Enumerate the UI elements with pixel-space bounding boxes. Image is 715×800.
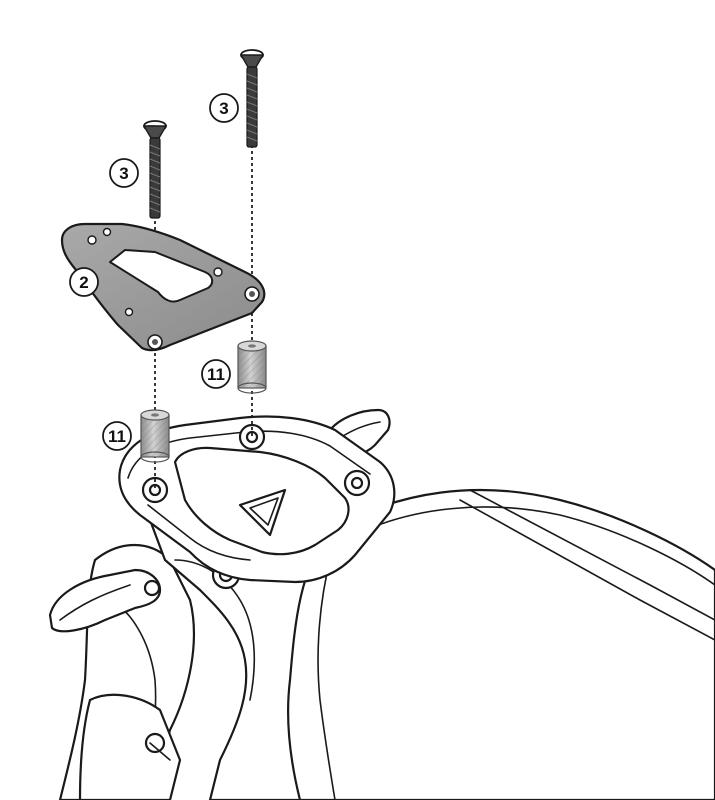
callout-label: 3 — [119, 164, 128, 183]
callout-plate: 2 — [69, 267, 99, 297]
callout-spacer-lower: 11 — [102, 421, 132, 451]
plate-hole-icon — [213, 267, 223, 277]
callout-screw-left: 3 — [109, 158, 139, 188]
spacer-lower — [140, 409, 170, 463]
screw-right — [239, 49, 265, 148]
callout-label: 3 — [219, 99, 228, 118]
seat — [286, 488, 715, 800]
screw-left — [142, 120, 168, 219]
callout-screw-right: 3 — [209, 93, 239, 123]
mounting-plate — [60, 222, 266, 352]
plate-hole-icon — [124, 307, 134, 317]
callout-label: 11 — [207, 365, 225, 384]
spacer-upper — [237, 340, 267, 394]
luggage-rack-frame — [118, 415, 396, 584]
left-indicator — [48, 568, 162, 633]
plate-hole-icon — [87, 235, 97, 245]
callout-spacer-upper: 11 — [201, 359, 231, 389]
plate-hole-icon — [102, 227, 112, 237]
callout-label: 11 — [108, 427, 126, 446]
callout-label: 2 — [79, 273, 88, 292]
